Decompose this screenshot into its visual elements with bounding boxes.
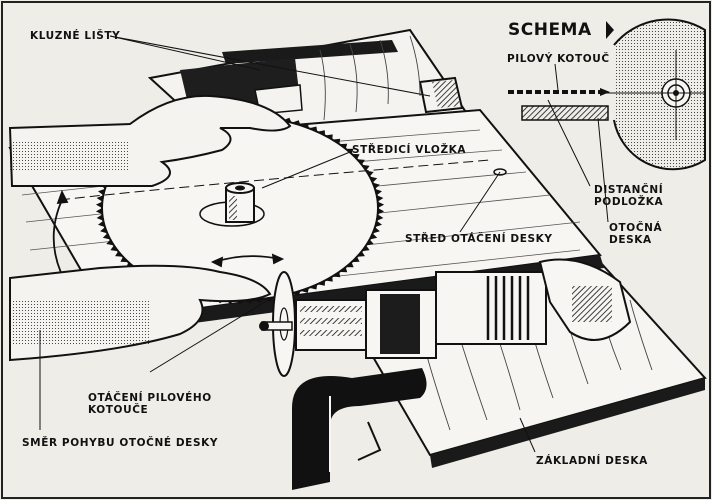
hand-bottom: [9, 264, 272, 362]
label-base-board: ZÁKLADNÍ DESKA: [536, 455, 648, 467]
label-saw-blade: PILOVÝ KOTOUČ: [507, 53, 610, 65]
rotation-center-mark: [493, 168, 507, 176]
label-sliding-strips: KLUZNÉ LIŠTY: [30, 30, 121, 42]
schema-arrow-icon: [606, 21, 614, 39]
schema-inset: [508, 18, 706, 171]
clamp: [292, 368, 427, 490]
label-centering-insert: STŘEDICÍ VLOŽKA: [352, 144, 467, 156]
drill-motor: [259, 258, 632, 359]
label-rotation-center: STŘED OTÁČENÍ DESKY: [405, 233, 553, 245]
hand-top: [8, 94, 292, 187]
centering-insert: [225, 182, 255, 223]
leader-lines: [39, 35, 609, 453]
label-board-motion: SMĚR POHYBU OTOČNÉ DESKY: [22, 437, 219, 449]
schema-title: SCHEMA: [508, 20, 592, 40]
